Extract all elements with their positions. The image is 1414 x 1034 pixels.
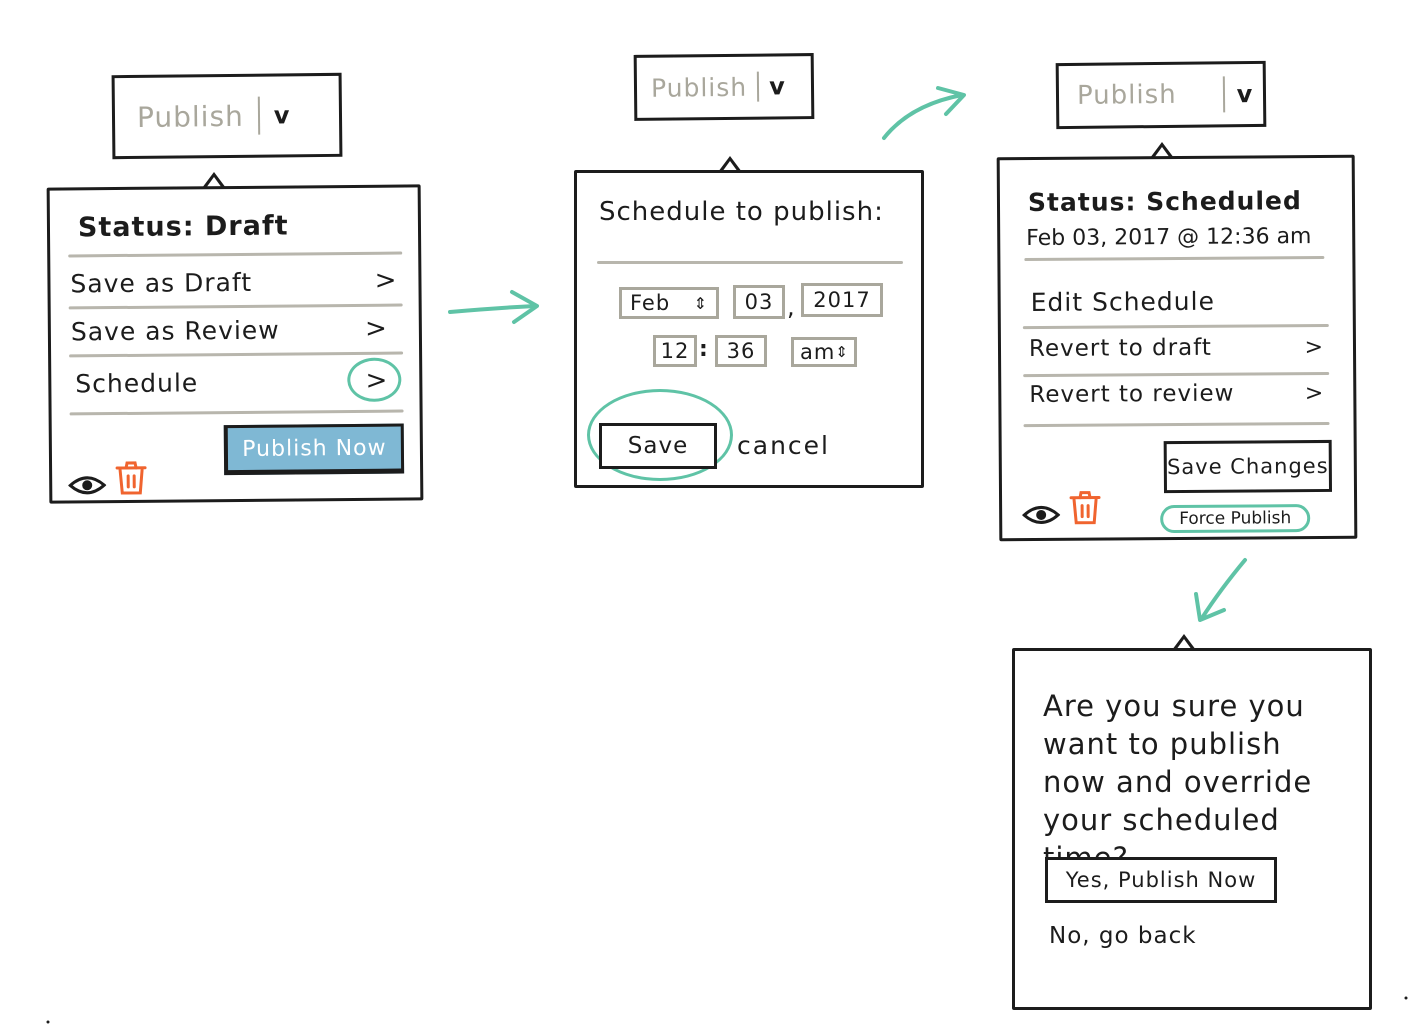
schedule-highlight-ring — [347, 357, 402, 403]
day-value: 03 — [744, 290, 774, 314]
chevron-right-icon: > — [1304, 380, 1324, 406]
schedule-title: Schedule to publish: — [599, 197, 884, 227]
yes-publish-now-button[interactable]: Yes, Publish Now — [1045, 857, 1277, 903]
save-highlight-ring — [587, 389, 733, 481]
publish-now-button[interactable]: Publish Now — [223, 423, 405, 476]
popover-notch — [718, 156, 742, 172]
menu-item-revert-to-review[interactable]: Revert to review > — [1029, 380, 1323, 408]
publish-label: Publish — [136, 99, 244, 134]
status-title: Status: Scheduled — [1027, 186, 1302, 218]
menu-item-revert-to-draft[interactable]: Revert to draft > — [1029, 334, 1323, 362]
scheduled-datetime: Feb 03, 2017 @ 12:36 am — [1026, 224, 1312, 252]
chevron-right-icon: > — [1304, 334, 1324, 360]
save-label: Save — [627, 433, 689, 459]
menu-item-save-as-review[interactable]: Save as Review > — [71, 314, 387, 347]
minute-input[interactable]: 36 — [715, 335, 767, 367]
month-select[interactable]: Feb ⇕ — [619, 287, 719, 319]
trash-icon[interactable] — [114, 460, 148, 496]
status-title: Status: Draft — [77, 210, 289, 244]
date-comma: , — [787, 293, 795, 321]
publish-label: Publish — [650, 72, 748, 103]
stepper-updown-icon: ⇕ — [835, 343, 849, 361]
year-value: 2017 — [813, 288, 871, 312]
force-publish-label: Force Publish — [1179, 508, 1292, 529]
divider — [257, 96, 261, 135]
save-changes-label: Save Changes — [1166, 453, 1329, 480]
popover-notch — [1150, 142, 1174, 158]
eye-icon[interactable] — [1022, 502, 1061, 528]
arrow-schedule-to-scheduled — [882, 93, 964, 140]
confirm-question: Are you sure you want to publish now and… — [1043, 689, 1313, 875]
menu-item-label: Save as Review — [70, 315, 280, 346]
eye-icon[interactable] — [68, 472, 107, 498]
menu-item-label: Revert to draft — [1028, 334, 1213, 363]
chevron-down-icon[interactable]: v — [768, 72, 785, 101]
chevron-right-icon: > — [364, 313, 388, 344]
hour-value: 12 — [660, 339, 690, 363]
publish-label: Publish — [1076, 79, 1177, 111]
divider — [1222, 76, 1225, 113]
publish-dropdown-button[interactable]: Publish v — [633, 53, 815, 121]
no-go-back-link[interactable]: No, go back — [1049, 923, 1197, 949]
arrow-force-to-confirm — [1200, 558, 1247, 620]
menu-item-label: Schedule — [75, 367, 199, 398]
menu-item-label: Revert to review — [1029, 380, 1235, 409]
menu-item-schedule[interactable]: Schedule > — [75, 366, 387, 399]
menu-item-save-as-draft[interactable]: Save as Draft > — [70, 266, 396, 299]
save-button[interactable]: Save — [599, 423, 717, 469]
chevron-down-icon[interactable]: v — [273, 101, 290, 130]
hour-input[interactable]: 12 — [653, 335, 697, 367]
time-colon: : — [699, 337, 708, 362]
yes-publish-now-label: Yes, Publish Now — [1065, 868, 1257, 892]
confirm-force-publish-panel: Are you sure you want to publish now and… — [1012, 648, 1372, 1010]
cancel-link[interactable]: cancel — [737, 431, 830, 460]
popover-notch — [202, 172, 226, 188]
chevron-down-icon[interactable]: v — [1236, 80, 1253, 109]
stepper-updown-icon: ⇕ — [693, 293, 708, 313]
menu-item-label: Edit Schedule — [1030, 286, 1216, 318]
arrow-draft-to-schedule — [448, 304, 537, 314]
menu-item-label: Save as Draft — [70, 267, 253, 298]
year-input[interactable]: 2017 — [801, 283, 883, 317]
day-input[interactable]: 03 — [733, 285, 785, 319]
popover-notch — [1172, 634, 1196, 650]
month-value: Feb — [630, 291, 671, 315]
publish-dropdown-button[interactable]: Publish v — [1055, 60, 1267, 130]
publish-now-label: Publish Now — [242, 435, 387, 462]
force-publish-link[interactable]: Force Publish — [1160, 504, 1311, 534]
save-changes-button[interactable]: Save Changes — [1163, 439, 1333, 494]
divider — [756, 71, 760, 102]
ampm-select[interactable]: am ⇕ — [791, 337, 857, 367]
ampm-value: am — [800, 340, 836, 364]
publish-dropdown-button[interactable]: Publish v — [111, 72, 343, 160]
chevron-right-icon: > — [374, 265, 397, 296]
minute-value: 36 — [726, 339, 756, 363]
draft-status-panel: Status: Draft Save as Draft > Save as Re… — [46, 184, 424, 504]
schedule-panel: Schedule to publish: Feb ⇕ 03 , 2017 12 … — [574, 170, 924, 488]
menu-item-edit-schedule[interactable]: Edit Schedule — [1031, 286, 1321, 317]
scheduled-status-panel: Status: Scheduled Feb 03, 2017 @ 12:36 a… — [996, 154, 1358, 542]
trash-icon[interactable] — [1068, 490, 1102, 526]
